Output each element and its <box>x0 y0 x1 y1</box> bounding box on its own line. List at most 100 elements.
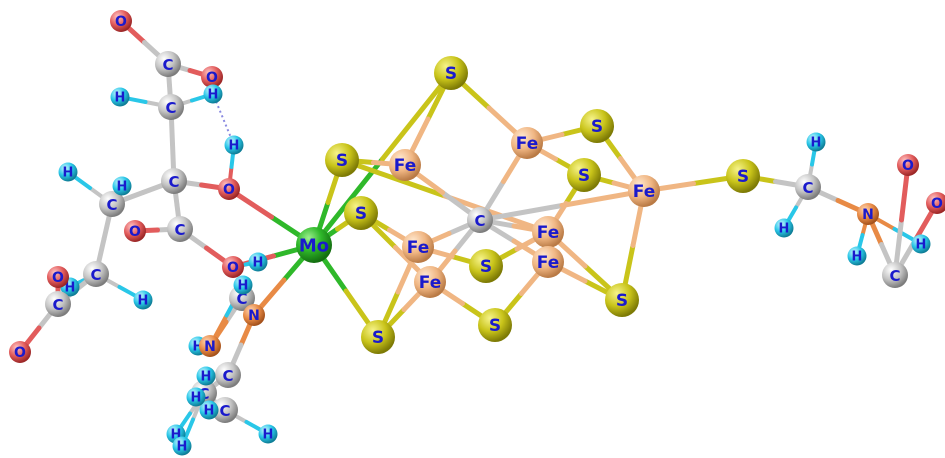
atom-c: C <box>882 262 908 288</box>
atom-label: H <box>204 404 215 419</box>
atom-sphere <box>567 158 601 192</box>
atom-label: H <box>916 238 927 253</box>
atom-label: S <box>578 166 590 186</box>
atom-sphere <box>258 424 278 444</box>
atom-label: H <box>229 139 240 154</box>
atom-fe: Fe <box>414 266 446 298</box>
atom-fe: Fe <box>511 127 543 159</box>
atom-sphere <box>199 335 221 357</box>
atom-sphere <box>580 109 614 143</box>
atom-sphere <box>897 154 919 176</box>
atom-label: N <box>862 207 874 223</box>
atom-h: H <box>258 424 278 444</box>
atom-label: S <box>616 291 628 311</box>
atom-label: Mo <box>299 236 329 257</box>
atom-sphere <box>45 291 71 317</box>
atom-n: N <box>199 335 221 357</box>
atom-n: N <box>243 304 265 326</box>
atom-label: S <box>737 167 749 187</box>
atom-sphere <box>58 162 78 182</box>
bond-8 <box>339 157 448 199</box>
atom-label: H <box>177 440 188 455</box>
atom-label: C <box>90 266 101 284</box>
atom-label: C <box>162 56 173 74</box>
atom-c: C <box>467 207 493 233</box>
atom-sphere <box>167 216 193 242</box>
atom-fe: Fe <box>389 149 421 181</box>
atom-label: S <box>489 316 501 336</box>
atom-sphere <box>233 275 253 295</box>
atom-label: S <box>445 64 457 84</box>
atom-sphere <box>361 320 395 354</box>
atom-c: C <box>83 261 109 287</box>
atom-sphere <box>628 175 660 207</box>
atom-sphere <box>243 304 265 326</box>
atom-s: S <box>344 196 378 230</box>
atom-c: C <box>215 362 241 388</box>
atom-label: Fe <box>537 253 559 273</box>
atom-label: O <box>902 158 914 174</box>
atom-sphere <box>402 231 434 263</box>
atom-sphere <box>248 252 268 272</box>
atom-fe: Fe <box>532 246 564 278</box>
atom-o: O <box>124 220 146 242</box>
atom-sphere <box>124 220 146 242</box>
atom-o: O <box>926 192 945 214</box>
atom-h: H <box>58 162 78 182</box>
atom-label: C <box>802 179 813 197</box>
atom-s: S <box>325 143 359 177</box>
atom-sphere <box>172 436 192 456</box>
atom-label: H <box>138 294 149 309</box>
atom-sphere <box>133 290 153 310</box>
atom-label: N <box>204 339 216 355</box>
atom-label: O <box>14 345 26 361</box>
atom-label: S <box>355 204 367 224</box>
atom-h: H <box>806 132 826 152</box>
atom-s: S <box>580 109 614 143</box>
atom-sphere <box>847 246 867 266</box>
atom-label: C <box>219 402 230 420</box>
atom-sphere <box>469 249 503 283</box>
atom-h: H <box>774 218 794 238</box>
atom-label: O <box>206 70 218 86</box>
atom-c: C <box>158 94 184 120</box>
atom-sphere <box>47 266 69 288</box>
atom-sphere <box>161 168 187 194</box>
atom-sphere <box>532 246 564 278</box>
atom-o: O <box>201 66 223 88</box>
atom-c: C <box>212 397 238 423</box>
bond-8 <box>442 193 551 235</box>
atom-fe: Fe <box>628 175 660 207</box>
atom-h: H <box>196 366 216 386</box>
atom-sphere <box>199 400 219 420</box>
atom-label: C <box>889 267 900 285</box>
atom-h: H <box>199 400 219 420</box>
atom-sphere <box>389 149 421 181</box>
atom-sphere <box>215 362 241 388</box>
atom-c: C <box>161 168 187 194</box>
atom-s: S <box>434 56 468 90</box>
atom-sphere <box>911 234 931 254</box>
atom-sphere <box>726 159 760 193</box>
atom-sphere <box>203 84 223 104</box>
atom-sphere <box>155 51 181 77</box>
atom-label: O <box>52 270 64 286</box>
atom-sphere <box>212 397 238 423</box>
atom-label: C <box>106 196 117 214</box>
atom-sphere <box>344 196 378 230</box>
atom-sphere <box>83 261 109 287</box>
atom-h: H <box>847 246 867 266</box>
atom-sphere <box>605 283 639 317</box>
atom-sphere <box>806 132 826 152</box>
atom-fe: Fe <box>532 216 564 248</box>
atom-sphere <box>296 227 332 263</box>
atom-label: O <box>129 224 141 240</box>
atom-label: H <box>208 88 219 103</box>
atom-c: C <box>167 216 193 242</box>
atom-sphere <box>774 218 794 238</box>
atom-s: S <box>469 249 503 283</box>
atom-o: O <box>9 341 31 363</box>
atom-label: C <box>474 212 485 230</box>
